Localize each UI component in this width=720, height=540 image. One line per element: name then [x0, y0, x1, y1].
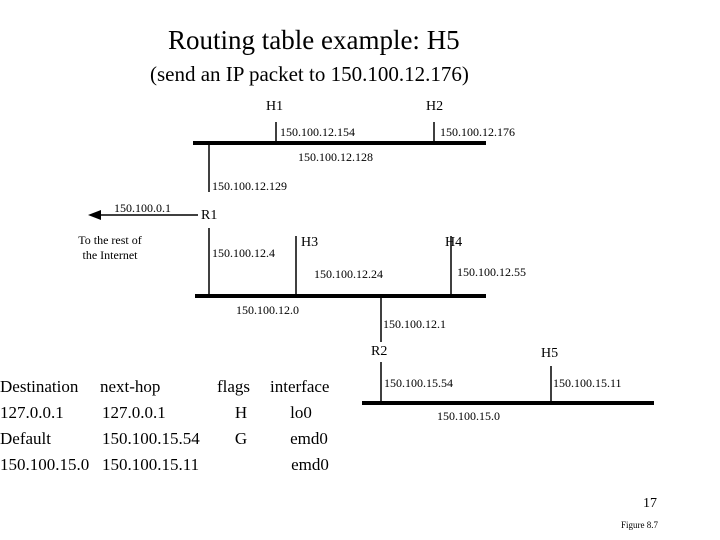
- lower-network-address: 150.100.12.0: [236, 303, 299, 317]
- header-interface: interface: [270, 377, 330, 396]
- row-destination: 127.0.0.1: [0, 403, 64, 422]
- row-flags: G: [234, 429, 248, 448]
- h5-address: 150.100.15.11: [553, 376, 622, 390]
- h5-label: H5: [541, 346, 559, 361]
- slide-title: Routing table example: H5: [168, 25, 460, 55]
- header-destination: Destination: [0, 377, 79, 396]
- row-interface: lo0: [290, 403, 312, 422]
- row-next-hop: 127.0.0.1: [102, 403, 166, 422]
- header-next-hop: next-hop: [100, 377, 161, 396]
- h4-address: 150.100.12.55: [457, 265, 526, 279]
- internet-label-line2: the Internet: [82, 248, 138, 262]
- internet-label-line1: To the rest of: [78, 233, 142, 247]
- r1-upper-address: 150.100.12.129: [212, 179, 287, 193]
- row-interface: emd0: [291, 455, 329, 474]
- right-network-address: 150.100.15.0: [437, 409, 500, 423]
- row-next-hop: 150.100.15.54: [102, 429, 200, 448]
- h3-label: H3: [301, 235, 319, 250]
- h1-address: 150.100.12.154: [280, 125, 355, 139]
- h2-address: 150.100.12.176: [440, 125, 515, 139]
- h3-address: 150.100.12.24: [314, 267, 383, 281]
- page-number: 17: [643, 496, 657, 511]
- header-flags: flags: [217, 377, 251, 396]
- r2-lower-address: 150.100.15.54: [384, 376, 453, 390]
- r2-upper-address: 150.100.12.1: [383, 317, 446, 331]
- h2-label: H2: [426, 99, 444, 114]
- row-next-hop: 150.100.15.11: [102, 455, 200, 474]
- r1-lower-address: 150.100.12.4: [212, 246, 275, 260]
- h4-label: H4: [445, 235, 463, 250]
- row-flags: H: [234, 403, 248, 422]
- h1-label: H1: [266, 99, 284, 114]
- figure-label: Figure 8.7: [621, 520, 658, 530]
- internet-address: 150.100.0.1: [114, 201, 171, 215]
- slide-subtitle: (send an IP packet to 150.100.12.176): [150, 62, 469, 86]
- internet-label: To the rest of the Internet: [72, 234, 148, 261]
- r1-label: R1: [201, 208, 218, 223]
- row-destination: 150.100.15.0: [0, 455, 90, 474]
- internet-arrow-icon: [88, 210, 101, 220]
- upper-network-address: 150.100.12.128: [298, 150, 373, 164]
- row-interface: emd0: [290, 429, 328, 448]
- row-destination: Default: [0, 429, 51, 448]
- r2-label: R2: [371, 344, 388, 359]
